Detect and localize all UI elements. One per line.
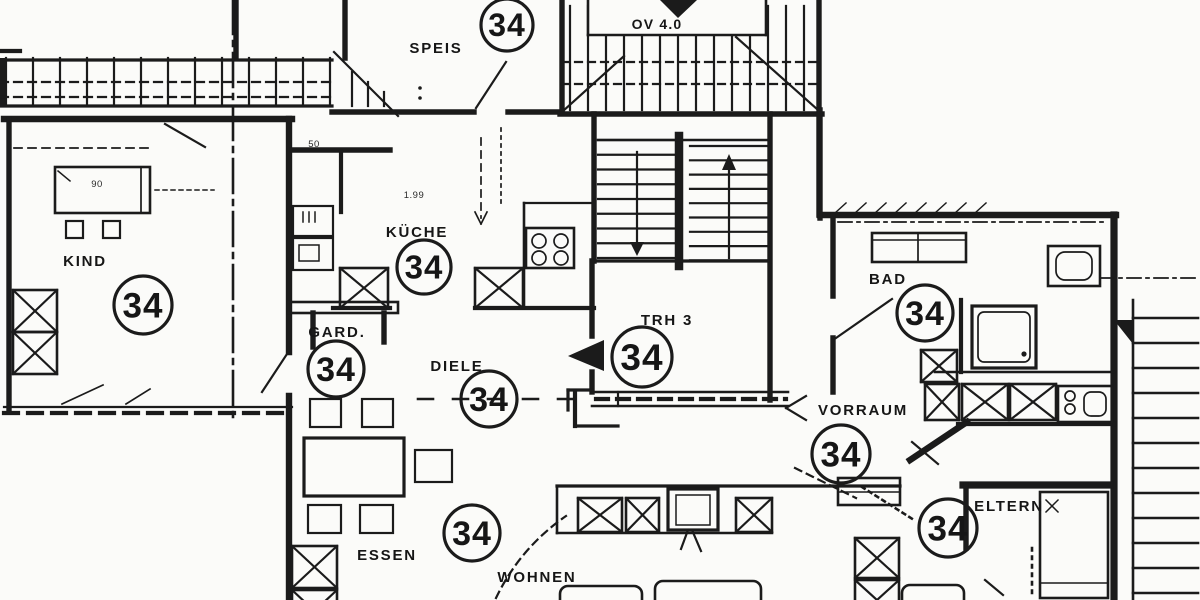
right-balcony-railing [1131,316,1200,595]
annotation-dim-90: 90 [91,179,103,190]
unit-number: 34 [405,249,444,286]
unit-marker-eltern: 34 [917,497,979,559]
unit-marker-kind: 34 [112,274,174,336]
room-label-eltern: ELTERN [974,498,1044,515]
unit-marker-diele: 34 [459,369,519,429]
unit-number: 34 [821,435,862,474]
unit-marker-wohnen: 34 [442,503,502,563]
room-label-trh3: TRH 3 [641,312,693,329]
unit-marker-gard: 34 [306,339,366,399]
unit-number: 34 [123,286,164,325]
annotations-layer: OV 4.0 50 1.99 90 [91,16,683,201]
unit-number: 34 [316,351,356,389]
unit-number-markers-layer: 34 34 34 34 34 34 34 34 34 34 [112,0,979,563]
stair-direction-arrow-icon [660,0,697,18]
unit-number: 34 [469,381,509,419]
room-label-gard: GARD. [308,324,365,341]
unit-number: 34 [905,295,945,333]
unit-number: 34 [488,7,526,43]
room-label-speis: SPEIS [409,40,462,57]
annotation-ov40: OV 4.0 [632,16,683,32]
unit-entry-arrow-icon [568,340,604,371]
unit-number: 34 [620,337,663,378]
unit-marker-bad: 34 [895,283,955,343]
room-label-kueche: KÜCHE [386,224,448,241]
room-label-vorraum: VORRAUM [818,402,908,419]
room-label-essen: ESSEN [357,547,417,564]
room-label-kind: KIND [63,253,107,270]
room-labels-layer: SPEIS KIND KÜCHE GARD. DIELE TRH 3 BAD VORRAUM E… [63,40,1044,586]
door-swings-layer [60,60,1005,597]
room-label-bad: BAD [869,271,907,288]
annotation-dim-199: 1.99 [404,190,425,201]
unit-marker-trh3: 34 [610,325,674,389]
unit-marker-kueche: 34 [395,238,453,296]
stair-walk-arrows [630,150,736,260]
unit-marker-speis: 34 [479,0,535,53]
room-label-wohnen: WOHNEN [497,569,576,586]
exterior-wall-ticks [833,201,988,215]
shaft-boxes-layer [11,266,1058,600]
room-label-diele: DIELE [430,358,483,375]
unit-marker-vorraum: 34 [810,423,872,485]
unit-number: 34 [928,509,969,548]
unit-number: 34 [452,515,492,553]
annotation-dim-50: 50 [308,139,320,150]
